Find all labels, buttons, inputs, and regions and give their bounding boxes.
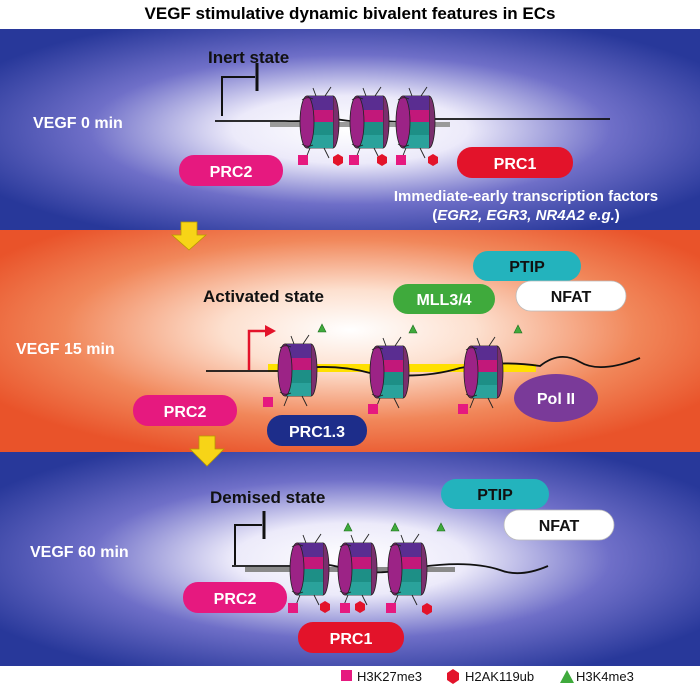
h3k4me3-mark <box>513 324 523 334</box>
h3k27me3-mark <box>298 155 308 165</box>
legend-triangle-icon <box>560 670 574 683</box>
repressed-tss-icon <box>234 511 266 565</box>
immediate-early-examples: (EGR2, EGR3, NR4A2 e.g.) <box>432 207 620 224</box>
legend-label-h2ak119ub: H2AK119ub <box>465 669 534 684</box>
h3k4me3-mark <box>436 522 446 532</box>
h2ak119ub-mark <box>377 154 387 166</box>
nucleosome <box>463 336 504 409</box>
nucleosome <box>369 336 410 409</box>
protein-ptip-label: PTIP <box>477 487 513 504</box>
protein-nfat-label: NFAT <box>551 289 592 306</box>
h3k27me3-mark <box>386 603 396 613</box>
h3k27me3-marks <box>263 397 468 414</box>
protein-prc1-label: PRC1 <box>330 631 373 648</box>
protein-ptip-label: PTIP <box>509 259 545 276</box>
h3k27me3-mark <box>288 603 298 613</box>
immediate-early-note: Immediate-early transcription factors <box>394 188 658 205</box>
transition-arrow-icon <box>189 435 225 467</box>
protein-prc2 <box>179 155 283 186</box>
h3k27me3-mark <box>368 404 378 414</box>
protein-prc1-label: PRC1 <box>494 156 537 173</box>
state-label-demised: Demised state <box>210 488 325 507</box>
protein-prc2-label: PRC2 <box>164 404 207 421</box>
h3k4me3-marks <box>343 522 446 532</box>
protein-prc2-label: PRC2 <box>210 164 253 181</box>
h3k27me3-mark <box>458 404 468 414</box>
h3k4me3-mark <box>390 522 400 532</box>
protein-pol-ii <box>514 374 598 422</box>
protein-pol-ii-label: Pol II <box>537 391 575 408</box>
legend-label-h3k4me3: H3K4me3 <box>576 669 634 684</box>
h3k4me3-mark <box>317 323 327 333</box>
panel-15min: VEGF 15 min Activated state PTIP NFAT ML… <box>0 230 700 452</box>
protein-prc1-3 <box>267 415 367 446</box>
time-label-60min: VEGF 60 min <box>30 544 129 561</box>
protein-nfat <box>515 280 627 312</box>
protein-mll3-4 <box>393 284 495 314</box>
legend-label-h3k27me3: H3K27me3 <box>357 669 422 684</box>
h2ak119ub-mark <box>428 154 438 166</box>
protein-prc1-3-label: PRC1.3 <box>289 424 345 441</box>
protein-prc2 <box>133 395 237 426</box>
nucleosome <box>395 86 436 159</box>
h3k4me3-marks <box>317 323 523 334</box>
h3k27me3-mark <box>349 155 359 165</box>
nucleosome <box>299 86 340 159</box>
h3k27me3-mark <box>340 603 350 613</box>
active-tss-arrow-icon <box>247 325 276 370</box>
legend-hexagon-icon <box>447 669 459 684</box>
h2ak119ub-marks <box>320 601 432 615</box>
h3k27me3-mark <box>263 397 273 407</box>
h2ak119ub-mark <box>355 601 365 613</box>
legend-square-icon <box>341 670 352 681</box>
state-label-activated: Activated state <box>203 287 324 306</box>
h2ak119ub-mark <box>333 154 343 166</box>
protein-nfat <box>503 509 615 541</box>
h2ak119ub-marks <box>333 154 438 166</box>
figure-title: VEGF stimulative dynamic bivalent featur… <box>145 4 556 23</box>
protein-prc2 <box>183 582 287 613</box>
protein-ptip <box>473 251 581 281</box>
h3k27me3-mark <box>396 155 406 165</box>
h3k4me3-mark <box>343 522 353 532</box>
state-label-inert: Inert state <box>208 48 289 67</box>
repressed-tss-icon <box>221 63 259 116</box>
time-label-15min: VEGF 15 min <box>16 341 115 358</box>
time-label-0min: VEGF 0 min <box>33 115 123 132</box>
panel-60min: VEGF 60 min Demised state PTIP <box>0 452 700 666</box>
nucleosome <box>349 86 390 159</box>
nucleosome <box>387 533 428 606</box>
protein-prc2-label: PRC2 <box>214 591 257 608</box>
protein-nfat-label: NFAT <box>539 518 580 535</box>
panel-0min: VEGF 0 min Inert state PRC2 PRC1 Immed <box>0 29 700 230</box>
h2ak119ub-mark <box>422 603 432 615</box>
protein-prc1 <box>457 147 573 178</box>
h2ak119ub-mark <box>320 601 330 613</box>
nucleosome <box>337 533 378 606</box>
nucleosome <box>277 334 318 407</box>
protein-prc1 <box>298 622 404 653</box>
nucleosome <box>289 533 330 606</box>
h3k4me3-mark <box>408 324 418 334</box>
protein-ptip <box>441 479 549 509</box>
legend: H3K27me3 H2AK119ub H3K4me3 <box>341 669 634 684</box>
transition-arrow-icon <box>170 221 208 251</box>
h3k27me3-marks <box>298 155 406 165</box>
h3k27me3-marks <box>288 603 396 613</box>
protein-mll3-4-label: MLL3/4 <box>416 292 471 309</box>
